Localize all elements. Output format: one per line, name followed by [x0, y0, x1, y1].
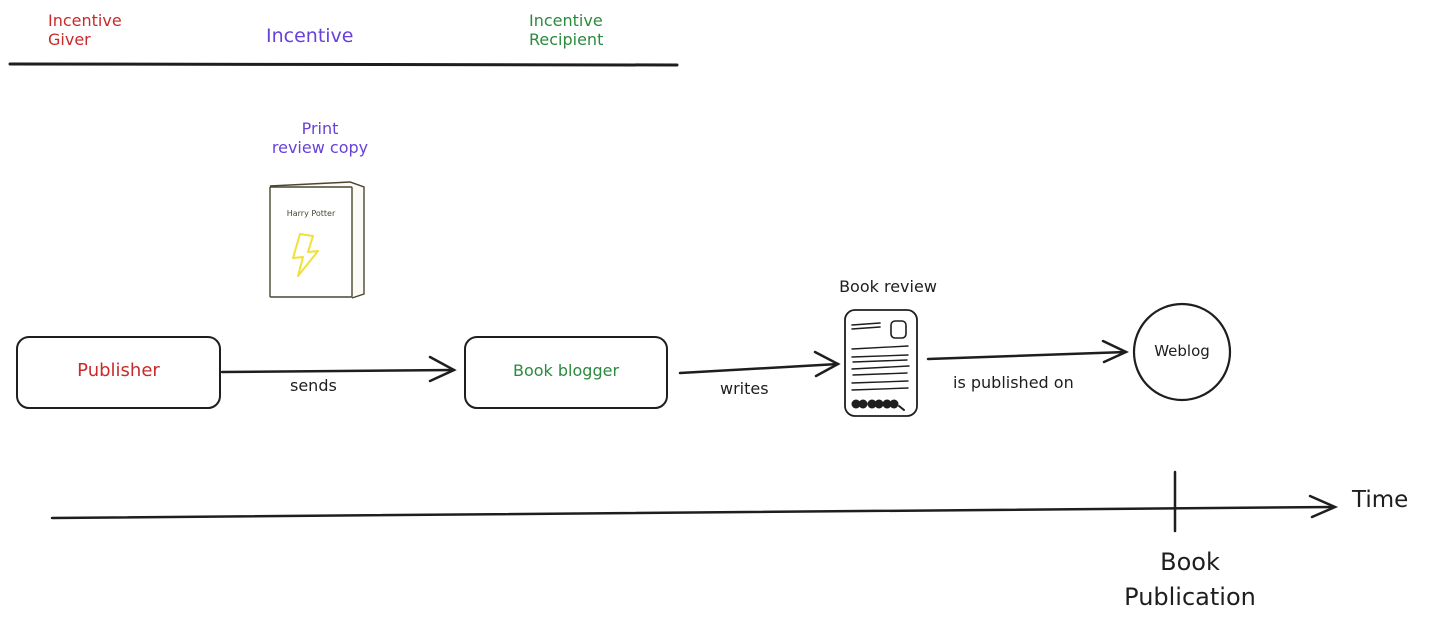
blogger-label: Book blogger: [512, 361, 620, 380]
sends-arrow: [220, 355, 457, 383]
document-icon: [844, 309, 918, 417]
legend-incentive: Incentive: [266, 25, 354, 47]
publication-marker-label: Book Publication: [1124, 548, 1256, 611]
lightning-bolt-icon: [292, 233, 319, 277]
weblog-label: Weblog: [1154, 342, 1210, 360]
legend-incentive-giver: Incentive Giver: [48, 11, 122, 50]
book-title: Harry Potter: [286, 209, 336, 218]
published-arrow: [926, 339, 1129, 364]
weblog-node[interactable]: [1132, 302, 1232, 402]
writes-arrow: [678, 350, 841, 378]
publisher-label: Publisher: [77, 360, 160, 381]
time-axis-label: Time: [1352, 487, 1409, 513]
sends-label: sends: [290, 376, 337, 395]
published-on-label: is published on: [953, 373, 1074, 392]
legend-divider: [8, 62, 679, 67]
book-icon: [269, 181, 365, 299]
publisher-node[interactable]: [16, 336, 221, 409]
incentive-label: Print review copy: [271, 119, 369, 158]
blogger-node[interactable]: [464, 336, 668, 409]
review-label: Book review: [839, 277, 937, 296]
time-axis: [50, 494, 1339, 520]
legend-incentive-recipient: Incentive Recipient: [529, 11, 604, 50]
writes-label: writes: [720, 379, 769, 398]
